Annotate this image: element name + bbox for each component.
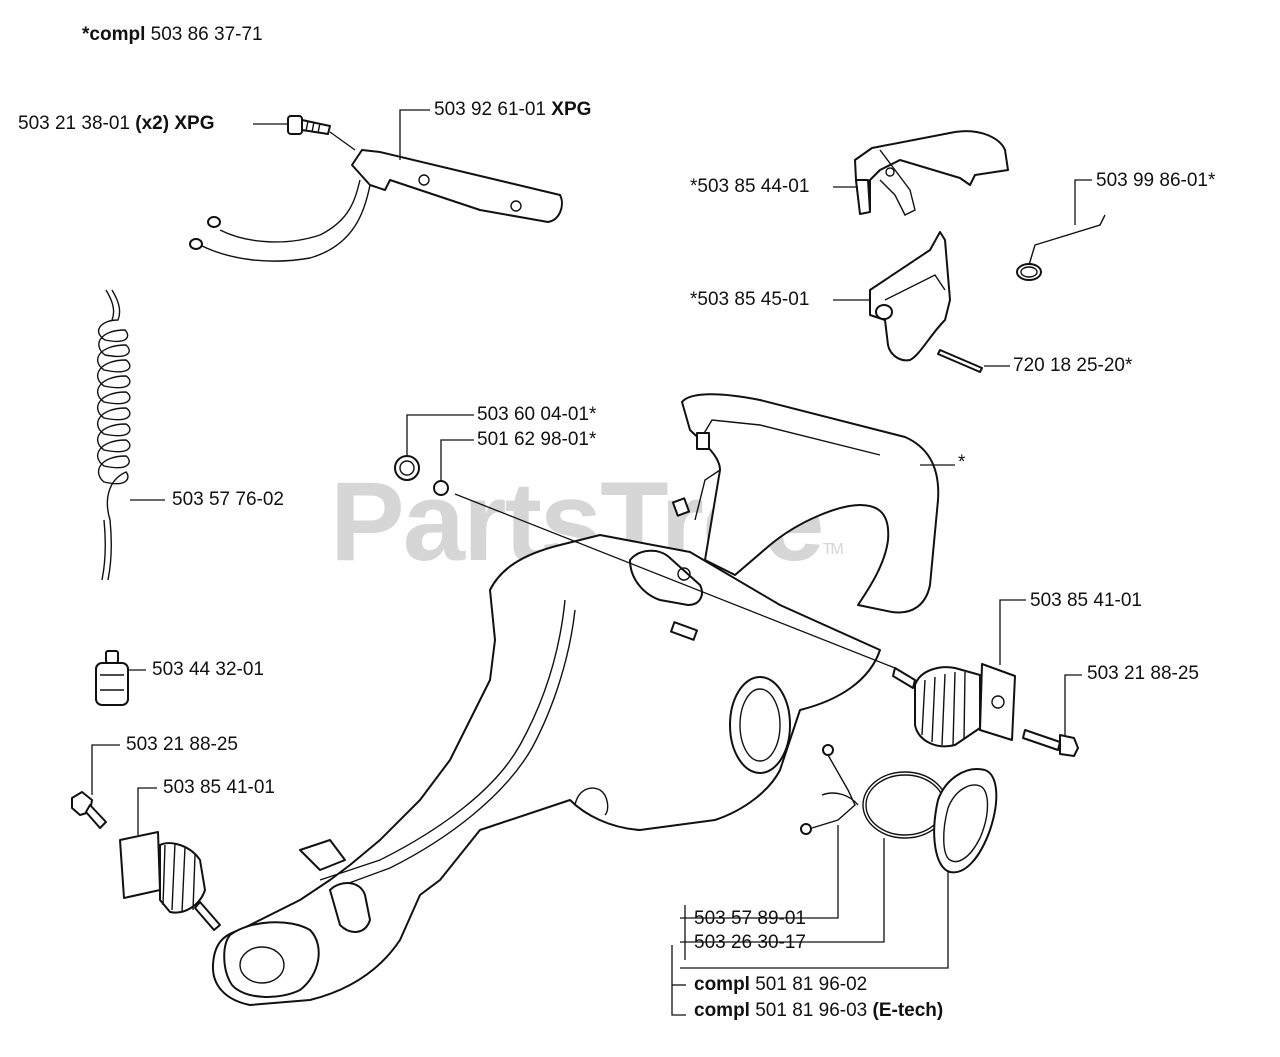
- label-retainer: 503 57 89-01: [694, 908, 806, 929]
- fuel-hose-part: [97, 289, 131, 581]
- av-spring-right-part: [892, 663, 1016, 748]
- xpg-screw-part: [287, 115, 331, 135]
- label-plug-a: 503 60 04-01*: [477, 404, 597, 425]
- label-throttle-lockout: *503 85 45-01: [690, 289, 810, 310]
- cap-compl-1-number: 501 81 96-02: [755, 974, 868, 995]
- xpg-bracket-part: [189, 149, 563, 262]
- label-screw-xpg: 503 21 38-01 (x2) XPG: [18, 113, 214, 135]
- throttle-lockout-part: [869, 231, 951, 362]
- fuel-cap-parts: [800, 744, 998, 874]
- av-screw-right-part: [1022, 729, 1079, 757]
- label-av-spring-left: 503 85 41-01: [163, 777, 275, 798]
- label-pin: 720 18 25-20*: [1013, 355, 1133, 376]
- bracket-xpg-number: 503 92 61-01: [434, 99, 546, 120]
- label-fuel-hose: 503 57 76-02: [172, 489, 284, 510]
- label-av-screw-right: 503 21 88-25: [1087, 663, 1199, 684]
- label-plug-b: 501 62 98-01*: [477, 429, 597, 450]
- fuel-tank-handle: [211, 393, 940, 1006]
- label-tank-star: *: [958, 452, 966, 473]
- label-fuel-filter: 503 44 32-01: [152, 659, 264, 680]
- label-oring: 503 26 30-17: [694, 932, 806, 953]
- cap-compl-2-suffix: (E-tech): [872, 1000, 944, 1021]
- pin-part: [937, 349, 983, 373]
- av-screw-left-part: [71, 791, 107, 829]
- cap-compl-1-prefix: compl: [694, 974, 750, 995]
- throttle-lever-part: [854, 130, 1009, 216]
- bracket-xpg-suffix: XPG: [551, 99, 592, 120]
- throttle-spring-part: [1016, 214, 1106, 281]
- plug-parts: [394, 455, 449, 496]
- screw-xpg-suffix: XPG: [174, 113, 215, 134]
- fuel-filter-part: [95, 650, 129, 706]
- label-av-spring-right: 503 85 41-01: [1030, 590, 1142, 611]
- label-spring: 503 99 86-01*: [1096, 170, 1216, 191]
- label-bracket-xpg: 503 92 61-01 XPG: [434, 99, 591, 121]
- label-cap-compl-2: compl 501 81 96-03 (E-tech): [694, 1000, 943, 1022]
- header-assembly-label: *compl 503 86 37-71: [82, 24, 263, 46]
- label-av-screw-left: 503 21 88-25: [126, 734, 238, 755]
- header-prefix: *compl: [82, 24, 146, 45]
- av-spring-left-part: [119, 831, 221, 931]
- screw-xpg-qty: (x2): [135, 113, 170, 134]
- leader-lines: [91, 109, 1092, 1016]
- cap-compl-2-number: 501 81 96-03: [755, 1000, 868, 1021]
- cap-compl-2-prefix: compl: [694, 1000, 750, 1021]
- trademark-mark: TM: [822, 541, 844, 558]
- label-throttle-lever: *503 85 44-01: [690, 176, 810, 197]
- screw-xpg-number: 503 21 38-01: [18, 113, 130, 134]
- header-number: 503 86 37-71: [150, 24, 263, 45]
- label-cap-compl-1: compl 501 81 96-02: [694, 974, 867, 996]
